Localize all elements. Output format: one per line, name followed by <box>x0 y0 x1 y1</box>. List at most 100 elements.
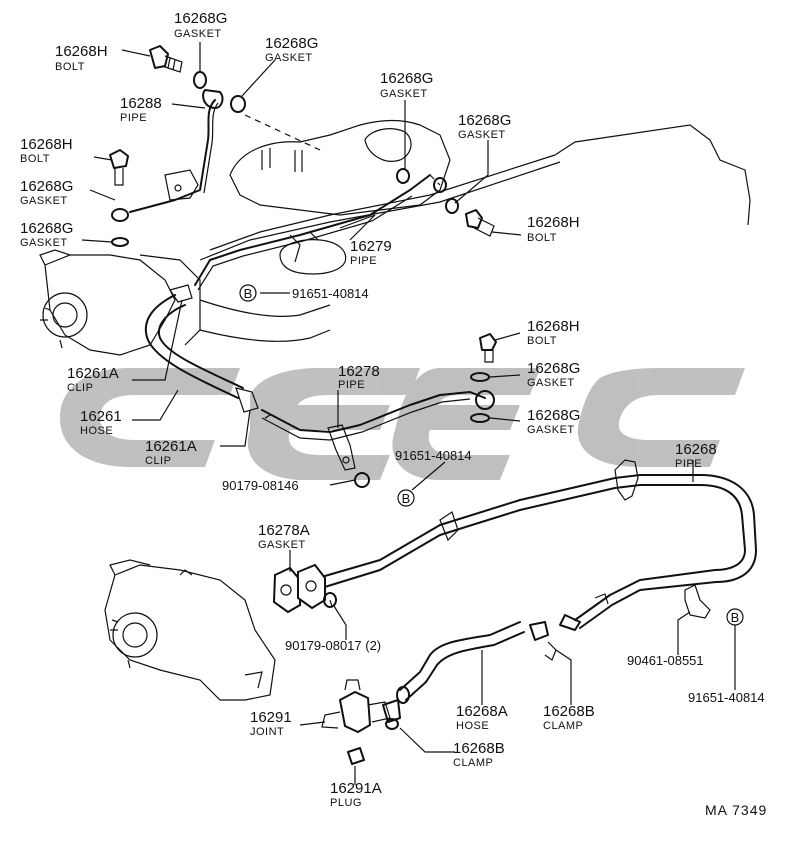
part-number: 16268G <box>527 360 580 377</box>
callout-c14: 16278 PIPE <box>338 363 380 391</box>
callout-c22: 90179-08146 <box>222 478 299 493</box>
part-number: 16268H <box>55 43 108 60</box>
callout-c4: 16288 PIPE <box>120 95 162 124</box>
callout-c8: 16268G GASKET <box>20 178 73 207</box>
gasket-ring-7 <box>470 413 490 423</box>
part-number: 16279 <box>350 238 392 255</box>
part-number: 16268B <box>453 740 505 757</box>
callout-c18: 16261 HOSE <box>80 408 122 437</box>
engine-block-outline <box>139 119 751 346</box>
ref-marker-label: B <box>244 286 253 301</box>
callout-c6: 16268G GASKET <box>458 112 511 141</box>
part-name: BOLT <box>55 61 85 73</box>
part-number: 16268G <box>20 220 73 237</box>
callout-c7: 16268H BOLT <box>20 136 73 165</box>
part-number: 16278A <box>258 522 310 539</box>
bolt-16268H-top <box>149 45 183 73</box>
part-name: GASKET <box>380 88 428 100</box>
part-name: CLAMP <box>453 757 493 769</box>
part-name: CLAMP <box>543 720 583 732</box>
callout-c9: 16268G GASKET <box>20 220 73 249</box>
part-number: 16268G <box>174 10 227 27</box>
callout-c20: 91651-40814 <box>395 448 472 463</box>
part-number: 16268G <box>527 407 580 424</box>
part-name: GASKET <box>174 28 222 40</box>
ref-marker-label: B <box>402 491 411 506</box>
ref-marker-b-2: B <box>397 489 415 507</box>
part-name: CLIP <box>67 382 93 394</box>
plug-16291A <box>347 747 365 765</box>
callout-c24: 90179-08017 (2) <box>285 638 381 653</box>
part-name: GASKET <box>527 424 575 436</box>
part-name: PIPE <box>350 255 377 267</box>
part-name: BOLT <box>527 232 557 244</box>
part-number: 16268G <box>265 35 318 52</box>
part-name: GASKET <box>20 237 68 249</box>
ref-marker-b-1: B <box>239 284 257 302</box>
part-name: PIPE <box>338 379 365 391</box>
part-number: 91651-40814 <box>292 286 369 301</box>
gasket-ring-4 <box>433 177 447 193</box>
bolt-16268H-right <box>465 209 495 237</box>
part-number: 16268B <box>543 703 595 720</box>
callout-c15: 16268G GASKET <box>527 360 580 389</box>
part-name: HOSE <box>456 720 489 732</box>
callout-c26: 91651-40814 <box>688 690 765 705</box>
bolt-16268H-left <box>109 149 129 186</box>
pump-housing-lower <box>104 559 276 701</box>
dashed-line-1 <box>244 114 321 151</box>
part-number: 16291 <box>250 709 292 726</box>
gasket-ring-1 <box>193 71 207 89</box>
gasket-ring-6 <box>470 372 490 382</box>
part-name: GASKET <box>527 377 575 389</box>
part-number: 16291A <box>330 780 382 797</box>
part-number: 16268H <box>527 318 580 335</box>
part-name: PLUG <box>330 797 362 809</box>
callout-c27: 16268A HOSE <box>456 703 508 732</box>
callout-c25: 90461-08551 <box>627 653 704 668</box>
part-number: 90179-08017 (2) <box>285 638 381 653</box>
watermark-logo <box>60 368 745 480</box>
pipe-16279 <box>194 168 431 291</box>
part-number: 91651-40814 <box>395 448 472 463</box>
bolt-16268H-center <box>479 333 497 351</box>
pump-housing-upper <box>39 249 176 356</box>
part-name: GASKET <box>458 129 506 141</box>
hose-16268A <box>396 621 557 704</box>
part-name: HOSE <box>80 425 113 437</box>
callout-c16: 16268G GASKET <box>527 407 580 436</box>
callout-c31: 16291A PLUG <box>330 780 382 809</box>
callout-c23: 16278A GASKET <box>258 522 310 551</box>
ref-marker-label: B <box>731 610 740 625</box>
callout-c11: 16279 PIPE <box>350 238 392 267</box>
callout-c29: 16291 JOINT <box>250 709 292 738</box>
part-name: GASKET <box>258 539 306 551</box>
ref-marker-b-3: B <box>726 608 744 626</box>
dashed-line-3 <box>261 414 271 421</box>
pipe-16288 <box>111 89 224 222</box>
part-name: CLIP <box>145 455 171 467</box>
part-number: 91651-40814 <box>688 690 765 705</box>
part-name: JOINT <box>250 726 284 738</box>
part-number: 16261A <box>145 438 197 455</box>
gasket-ring-5 <box>445 198 459 214</box>
bracket-90461-08551 <box>684 584 711 619</box>
callout-c21: 16268 PIPE <box>675 441 717 470</box>
part-name: BOLT <box>20 153 50 165</box>
bolt-16268H-center-thread <box>484 350 494 363</box>
diagram-code: MA 7349 <box>705 802 767 818</box>
part-number: 16288 <box>120 95 162 112</box>
part-number: 90179-08146 <box>222 478 299 493</box>
joint-16291 <box>321 679 401 734</box>
part-number: 16268G <box>458 112 511 129</box>
callout-c1: 16268G GASKET <box>174 10 227 40</box>
part-name: PIPE <box>120 112 147 124</box>
dashed-line-4 <box>329 599 334 611</box>
dashed-line-2 <box>429 174 441 186</box>
part-number: 16268 <box>675 441 717 458</box>
part-name: PIPE <box>675 458 702 470</box>
callout-c3: 16268G GASKET <box>265 35 318 64</box>
callout-c19: 16261A CLIP <box>145 438 197 467</box>
